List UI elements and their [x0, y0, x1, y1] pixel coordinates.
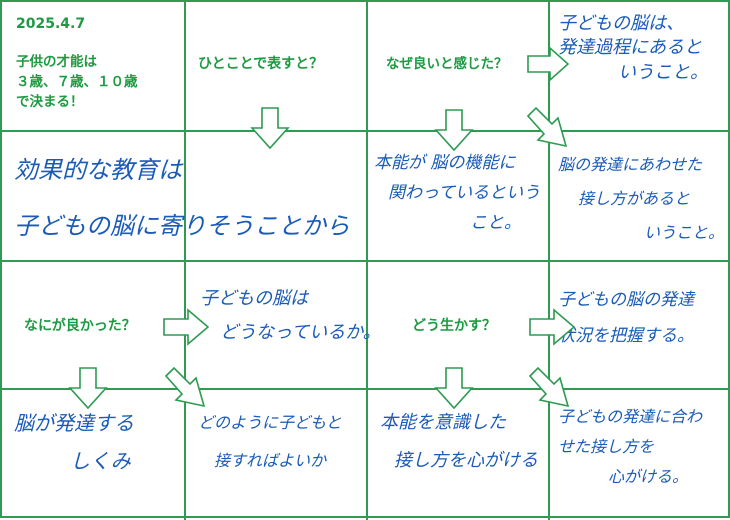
- theme-line: ３歳、７歳、１０歳: [16, 74, 138, 90]
- handwriting-line: 発達過程にあると: [558, 37, 702, 59]
- handwriting-line: 脳が発達する: [14, 411, 134, 435]
- date-label: 2025.4.7: [16, 16, 86, 32]
- answer-what-2: 脳が発達する しくみ: [14, 404, 134, 480]
- right-arrow-icon: [527, 46, 570, 82]
- diagonal-arrow-icon: [528, 366, 570, 408]
- answer-summary: 効果的な教育は 子どもの脳に寄りそうことから: [14, 142, 350, 254]
- handwriting-line: いうこと。: [644, 223, 725, 242]
- handwriting-line: 本能が 脳の機能に: [374, 153, 516, 173]
- answer-use-1: 子どもの脳の発達 状況を把握する。: [558, 282, 694, 354]
- prompt-what-good: なにが良かった？: [24, 318, 136, 334]
- prompt-why-good: なぜ良いと感じた？: [386, 56, 508, 72]
- answer-why-3: 脳の発達にあわせた 接し方があると いうこと。: [558, 148, 724, 250]
- handwriting-line: 本能を意識した: [380, 412, 506, 433]
- theme-line: で決まる！: [16, 94, 84, 110]
- answer-why-1: 本能が 脳の機能に 関わっているという こと。: [374, 148, 540, 238]
- handwriting-line: 接し方を心がける: [394, 450, 538, 471]
- prompt-how-use: どう生かす？: [412, 318, 496, 334]
- handwriting-line: 効果的な教育は: [14, 156, 182, 184]
- prompt-summary: ひとことで表すと？: [198, 56, 324, 72]
- handwriting-line: 子どもの脳の発達: [558, 290, 694, 310]
- answer-use-3: 子どもの発達に合わ せた接し方を 心がける。: [558, 402, 702, 492]
- handwriting-line: しくみ: [70, 449, 131, 473]
- handwriting-line: せた接し方を: [558, 437, 655, 456]
- answer-why-2: 子どもの脳は、 発達過程にあると いうこと。: [558, 12, 708, 85]
- handwriting-line: 接すればよいか: [214, 451, 327, 470]
- theme-title: 子供の才能は ３歳、７歳、１０歳 で決まる！: [16, 52, 138, 112]
- handwriting-line: どのように子どもと: [198, 413, 342, 432]
- handwriting-line: 脳の発達にあわせた: [558, 155, 703, 174]
- right-arrow-icon: [163, 308, 210, 346]
- grid-line: [2, 260, 730, 262]
- down-arrow-icon: [434, 109, 474, 152]
- grid-line: [2, 388, 730, 390]
- handwriting-line: 子どもの脳は、: [558, 13, 684, 34]
- handwriting-line: 子どもの発達に合わ: [558, 407, 703, 426]
- handwriting-line: いうこと。: [618, 61, 708, 83]
- handwriting-line: 子どもの脳に寄りそうことから: [14, 212, 350, 240]
- handwriting-line: 子どもの脳は: [200, 288, 308, 309]
- handwriting-line: 心がける。: [608, 467, 689, 486]
- answer-what-1: 子どもの脳は どうなっているか。: [200, 282, 381, 350]
- theme-line: 子供の才能は: [16, 54, 97, 70]
- answer-use-2: 本能を意識した 接し方を心がける: [380, 404, 538, 480]
- handwriting-line: 関わっているという: [388, 183, 541, 203]
- handwriting-line: 状況を把握する。: [558, 326, 694, 346]
- grid-line: [2, 130, 730, 132]
- handwriting-line: こと。: [470, 213, 521, 233]
- down-arrow-icon: [434, 367, 474, 410]
- answer-what-3: どのように子どもと 接すればよいか: [198, 404, 342, 480]
- handwriting-line: 接し方があると: [578, 189, 691, 208]
- right-arrow-icon: [529, 308, 576, 346]
- diagonal-arrow-icon: [526, 106, 568, 148]
- down-arrow-icon: [68, 367, 108, 410]
- handwriting-line: どうなっているか。: [220, 322, 381, 343]
- down-arrow-icon: [250, 107, 290, 150]
- diagonal-arrow-icon: [164, 366, 206, 408]
